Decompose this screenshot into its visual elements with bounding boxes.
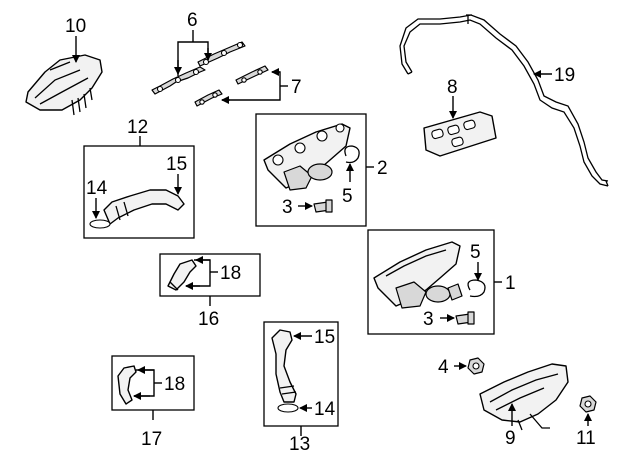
callout-8: 8	[447, 77, 458, 98]
callout-18b: 18	[164, 374, 185, 395]
part-19-pipe	[399, 14, 609, 187]
part-18-hose-a	[167, 259, 197, 291]
part-15-hose-upper	[103, 189, 185, 225]
part-14-oring-lower	[277, 403, 299, 413]
callout-16: 16	[198, 309, 219, 330]
part-9-heat-shield	[479, 363, 569, 431]
part-10-heat-shield	[25, 54, 103, 116]
callout-7: 7	[291, 77, 302, 98]
part-18-hose-b	[117, 365, 137, 405]
part-7-gaskets	[194, 65, 269, 107]
callout-14b: 14	[314, 399, 336, 420]
part-2-manifold	[263, 123, 351, 191]
part-11-nut	[579, 395, 597, 413]
callout-15b: 15	[314, 327, 335, 348]
part-4-nut	[467, 357, 485, 375]
callout-3a: 3	[282, 197, 293, 218]
callout-12: 12	[127, 117, 148, 138]
callout-18a: 18	[220, 263, 241, 284]
callout-5b: 5	[470, 242, 481, 263]
callout-13: 13	[289, 434, 310, 455]
callout-11: 11	[576, 428, 596, 449]
part-5-clamp-lower	[467, 279, 486, 298]
box-2	[255, 113, 367, 227]
callout-15a: 15	[166, 154, 187, 175]
callout-18-bracket-b	[134, 369, 155, 397]
callout-4: 4	[438, 357, 449, 378]
box-12	[83, 145, 195, 239]
part-6-gaskets	[151, 41, 246, 95]
callout-19: 19	[554, 65, 575, 86]
callout-17: 17	[141, 429, 162, 450]
callout-9: 9	[505, 428, 516, 449]
part-15-hose-lower	[271, 329, 297, 403]
part-14-oring	[89, 219, 111, 229]
part-1-manifold	[373, 241, 463, 309]
callout-14a: 14	[86, 178, 108, 199]
callout-6: 6	[187, 10, 198, 31]
callout-10: 10	[65, 16, 86, 37]
callout-5a: 5	[342, 186, 353, 207]
part-8-gasket	[423, 111, 497, 157]
callout-3b: 3	[423, 309, 434, 330]
part-3-bolt-lower	[455, 311, 475, 325]
callout-2: 2	[377, 158, 388, 179]
part-3-bolt-upper	[313, 199, 333, 213]
part-5-clamp-upper	[344, 145, 360, 164]
callout-1: 1	[505, 273, 516, 294]
